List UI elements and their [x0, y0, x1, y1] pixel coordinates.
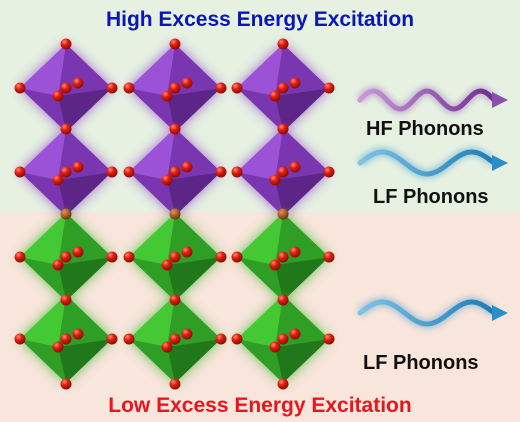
lf-phonon-wave-top	[356, 147, 508, 180]
oxygen-atom	[123, 166, 135, 178]
lf-phonons-label-bottom: LF Phonons	[363, 352, 479, 374]
oxygen-atom	[161, 174, 173, 186]
oxygen-atom	[277, 82, 289, 94]
oxygen-atom	[169, 333, 181, 345]
oxygen-atom	[323, 251, 335, 263]
oxygen-atom	[169, 38, 181, 50]
oxygen-atom	[289, 328, 301, 340]
oxygen-atom	[169, 123, 181, 135]
oxygen-atom	[52, 259, 64, 271]
oxygen-atom	[14, 82, 26, 94]
oxygen-atom	[14, 251, 26, 263]
oxygen-atom	[52, 90, 64, 102]
oxygen-atom	[277, 123, 289, 135]
oxygen-atom	[106, 82, 118, 94]
oxygen-atom	[169, 294, 181, 306]
oxygen-atom	[215, 166, 227, 178]
oxygen-atom	[269, 90, 281, 102]
oxygen-atom	[269, 174, 281, 186]
oxygen-atom	[269, 259, 281, 271]
oxygen-atom	[161, 90, 173, 102]
oxygen-atom	[181, 77, 193, 89]
oxygen-atom	[215, 82, 227, 94]
oxygen-atom	[289, 246, 301, 258]
oxygen-atom	[231, 333, 243, 345]
hf-phonon-wave	[356, 85, 508, 115]
oxygen-atom	[231, 251, 243, 263]
oxygen-atom	[169, 166, 181, 178]
oxygen-atom	[60, 251, 72, 263]
purple-octahedron-r1c1	[129, 128, 221, 216]
oxygen-atom	[14, 166, 26, 178]
oxygen-atom	[169, 251, 181, 263]
oxygen-atom	[60, 123, 72, 135]
oxygen-atom	[169, 378, 181, 390]
oxygen-atom	[60, 333, 72, 345]
oxygen-atom	[289, 161, 301, 173]
oxygen-atom	[161, 341, 173, 353]
oxygen-atom	[106, 166, 118, 178]
oxygen-atom	[60, 38, 72, 50]
oxygen-atom	[14, 333, 26, 345]
oxygen-atom	[323, 166, 335, 178]
oxygen-atom	[323, 333, 335, 345]
oxygen-atom	[277, 378, 289, 390]
oxygen-atom	[72, 328, 84, 340]
oxygen-atom	[123, 333, 135, 345]
oxygen-atom	[60, 82, 72, 94]
oxygen-atom	[72, 77, 84, 89]
oxygen-atom	[52, 174, 64, 186]
oxygen-atom	[52, 341, 64, 353]
atoms-layer	[14, 38, 335, 390]
oxygen-atom	[60, 166, 72, 178]
oxygen-atom	[181, 328, 193, 340]
oxygen-atom	[60, 378, 72, 390]
oxygen-atom	[123, 251, 135, 263]
oxygen-atom	[289, 77, 301, 89]
oxygen-atom	[123, 82, 135, 94]
lf-phonon-wave-bottom	[356, 297, 508, 330]
low-excess-energy-title: Low Excess Energy Excitation	[108, 394, 412, 417]
lf-phonons-label-top: LF Phonons	[373, 186, 489, 208]
oxygen-atom	[72, 246, 84, 258]
oxygen-atom	[72, 161, 84, 173]
bridging-atom	[60, 208, 72, 220]
oxygen-atom	[106, 251, 118, 263]
phonon-waves-layer	[356, 85, 508, 330]
oxygen-atom	[215, 251, 227, 263]
bridging-atom	[169, 208, 181, 220]
hf-phonons-label: HF Phonons	[366, 118, 484, 140]
oxygen-atom	[215, 333, 227, 345]
oxygen-atom	[231, 82, 243, 94]
oxygen-atom	[277, 333, 289, 345]
oxygen-atom	[60, 294, 72, 306]
oxygen-atom	[277, 294, 289, 306]
oxygen-atom	[277, 166, 289, 178]
oxygen-atom	[161, 259, 173, 271]
oxygen-atom	[181, 246, 193, 258]
high-excess-energy-title: High Excess Energy Excitation	[105, 8, 415, 31]
green-octahedron-r2c2	[237, 213, 329, 301]
oxygen-atom	[323, 82, 335, 94]
oxygen-atom	[169, 82, 181, 94]
bridging-atom	[277, 208, 289, 220]
oxygen-atom	[269, 341, 281, 353]
oxygen-atom	[106, 333, 118, 345]
oxygen-atom	[181, 161, 193, 173]
oxygen-atom	[277, 38, 289, 50]
oxygen-atom	[231, 166, 243, 178]
oxygen-atom	[277, 251, 289, 263]
